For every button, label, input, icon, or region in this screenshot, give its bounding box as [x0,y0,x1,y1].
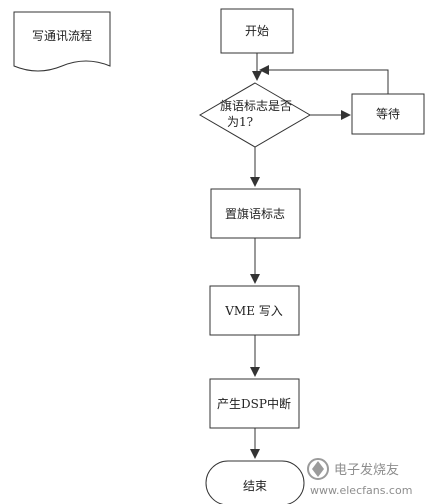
decision-node: 旗语标志是否 为1? [199,82,311,148]
document-node: 写通讯流程 [13,11,111,72]
dsp-interrupt-node: 产生DSP中断 [209,378,300,429]
watermark-logo-icon [307,458,329,480]
decision-label-line1: 旗语标志是否 [220,98,292,113]
end-label: 结束 [243,479,267,493]
wait-label: 等待 [376,107,400,121]
vme-write-node: VME 写入 [209,285,300,336]
set-flag-node: 置旗语标志 [210,188,301,239]
watermark-url: www.elecfans.com [310,484,412,497]
document-label: 写通讯流程 [32,28,92,43]
vme-write-label: VME 写入 [224,304,283,318]
set-flag-label: 置旗语标志 [225,206,285,221]
start-node: 开始 [220,8,294,54]
dsp-interrupt-label: 产生DSP中断 [217,396,291,411]
watermark: 电子发烧友 www.elecfans.com [307,458,412,497]
arrow-wait-loop-back [259,65,389,94]
start-label: 开始 [245,24,269,38]
decision-label-line2: 为1? [227,115,253,129]
wait-node: 等待 [351,93,425,135]
watermark-text: 电子发烧友 [334,462,399,478]
end-node: 结束 [205,460,305,504]
